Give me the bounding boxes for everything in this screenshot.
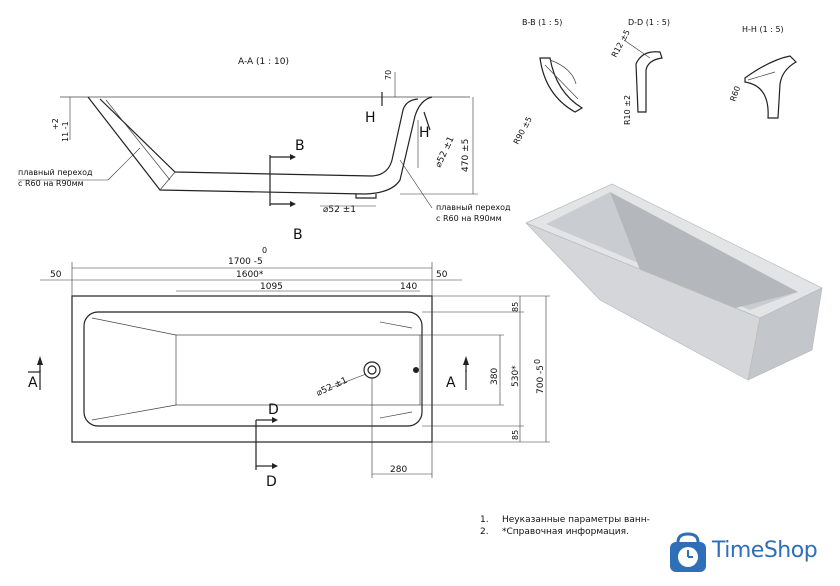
- dim-700-label: 700 -5: [536, 365, 546, 394]
- tub-slope-top: [91, 317, 177, 336]
- d-arrow-top-head: [272, 417, 278, 423]
- dim-85-top-label: 85: [511, 302, 520, 312]
- tub-3d-inner-wall: [610, 192, 798, 312]
- section-b-b-title: B-B (1 : 5): [522, 18, 562, 27]
- note-right-line1: плавный переход: [436, 203, 511, 212]
- drain-leader: [329, 373, 367, 389]
- tub-profile-outer: [87, 96, 433, 195]
- dim-530-label: 530*: [511, 365, 521, 387]
- hh-r60-label: R60: [728, 85, 742, 103]
- notes-block: 1. Неуказанные параметры ванн- 2. *Справ…: [480, 515, 650, 537]
- dim-280-label: 280: [390, 465, 407, 475]
- a-label-left: A: [28, 375, 38, 391]
- hh-profile: [744, 55, 797, 119]
- tub-slope-bottom: [91, 404, 177, 421]
- dim-1600-label: 1600*: [236, 270, 264, 280]
- bathtub-3d-render: [525, 183, 823, 381]
- dim-11-tolerance: +2: [51, 118, 60, 130]
- b-arrow-top-head: [290, 154, 296, 160]
- note-left-line1: плавный переход: [18, 168, 93, 177]
- timeshop-logo[interactable]: TimeShop: [666, 528, 836, 580]
- b-label-top: B: [295, 138, 305, 154]
- d-label-top: D: [268, 402, 279, 418]
- note-1-text: Неуказанные параметры ванн-: [502, 515, 650, 525]
- tub-profile-inner: [99, 98, 419, 177]
- drain-bottom-label: ⌀52 ±1: [323, 205, 356, 215]
- a-right-head: [463, 356, 469, 365]
- dim-1095-label: 1095: [260, 282, 283, 292]
- dim-470-label: 470 ±5: [461, 139, 471, 172]
- hh-radius-line: [747, 71, 776, 81]
- dim-1700-label: 1700 -5: [228, 257, 263, 267]
- tub-head-line-top: [379, 321, 413, 329]
- tub-head-line-bottom: [379, 411, 413, 419]
- h-marker-2-line: [423, 111, 431, 131]
- dim-85-bottom-label: 85: [511, 430, 520, 440]
- section-a-a-view: A-A (1 : 10) 70 11 -1 +2 470 ±5 ⌀52 ±1 H…: [18, 57, 511, 243]
- b-label-bottom: B: [293, 227, 303, 243]
- bb-profile: [539, 57, 584, 113]
- drain-circle-inner: [367, 365, 377, 375]
- dim-50-left-label: 50: [50, 270, 62, 280]
- overflow-hole: [413, 367, 419, 373]
- note-2-text: *Справочная информация.: [502, 527, 629, 537]
- drain-circle-outer: [363, 361, 381, 379]
- drain-bump: [355, 194, 377, 199]
- dim-70-label: 70: [384, 70, 393, 80]
- section-d-d-title: D-D (1 : 5): [628, 18, 670, 27]
- note-right-line2: с R60 на R90мм: [436, 214, 502, 223]
- section-h-h-detail: H-H (1 : 5) R60: [728, 25, 797, 119]
- section-h-h-title: H-H (1 : 5): [742, 25, 784, 34]
- top-view: ⌀52 ±1 0 1700 -5 1600* 1095 140 50 50 28…: [28, 246, 550, 490]
- clock-bag-icon: [670, 532, 706, 572]
- bb-r90-label: R90 ±5: [512, 115, 534, 146]
- note-1-number: 1.: [480, 515, 489, 525]
- d-label-bottom: D: [266, 474, 277, 490]
- tub-outline-inner: [83, 311, 423, 427]
- dim-380-label: 380: [490, 368, 500, 385]
- dim-11-label: 11 -1: [61, 121, 70, 142]
- note-left-line2: с R60 на R90мм: [18, 179, 84, 188]
- logo-brand-text: TimeShop: [712, 538, 818, 563]
- dim-50-right-label: 50: [436, 270, 448, 280]
- h-label-2: H: [419, 125, 430, 141]
- dim-700-zero: 0: [533, 359, 542, 364]
- h-label-1: H: [365, 110, 376, 126]
- section-b-b-detail: B-B (1 : 5) R90 ±5: [512, 18, 584, 146]
- tub-corner-line: [159, 171, 176, 191]
- section-a-a-title: A-A (1 : 10): [238, 57, 289, 67]
- dd-profile: [635, 51, 663, 113]
- drain-side-label: ⌀52 ±1: [434, 135, 457, 169]
- dim-zero-top: 0: [262, 246, 267, 255]
- note-left-leader: [107, 147, 141, 181]
- drain-top-label: ⌀52 ±1: [315, 376, 349, 399]
- tub-bottom-flat: [175, 334, 421, 406]
- section-d-d-detail: D-D (1 : 5) R12 ±5 R10 ±2: [610, 18, 670, 125]
- tub-3d-side: [747, 287, 823, 381]
- bb-radius-line: [544, 64, 579, 100]
- note-right-leader: [399, 159, 433, 209]
- tub-fold-line: [105, 99, 171, 181]
- note-2-number: 2.: [480, 527, 489, 537]
- dim-140-label: 140: [400, 282, 417, 292]
- tub-outline-outer: [71, 295, 433, 443]
- b-arrow-bottom-head: [290, 201, 296, 207]
- bb-arc: [549, 59, 577, 85]
- a-label-right: A: [446, 375, 456, 391]
- a-left-head: [37, 356, 43, 365]
- dd-radius-line: [623, 39, 651, 59]
- dd-r10-label: R10 ±2: [623, 95, 632, 125]
- d-arrow-bottom-head: [272, 463, 278, 469]
